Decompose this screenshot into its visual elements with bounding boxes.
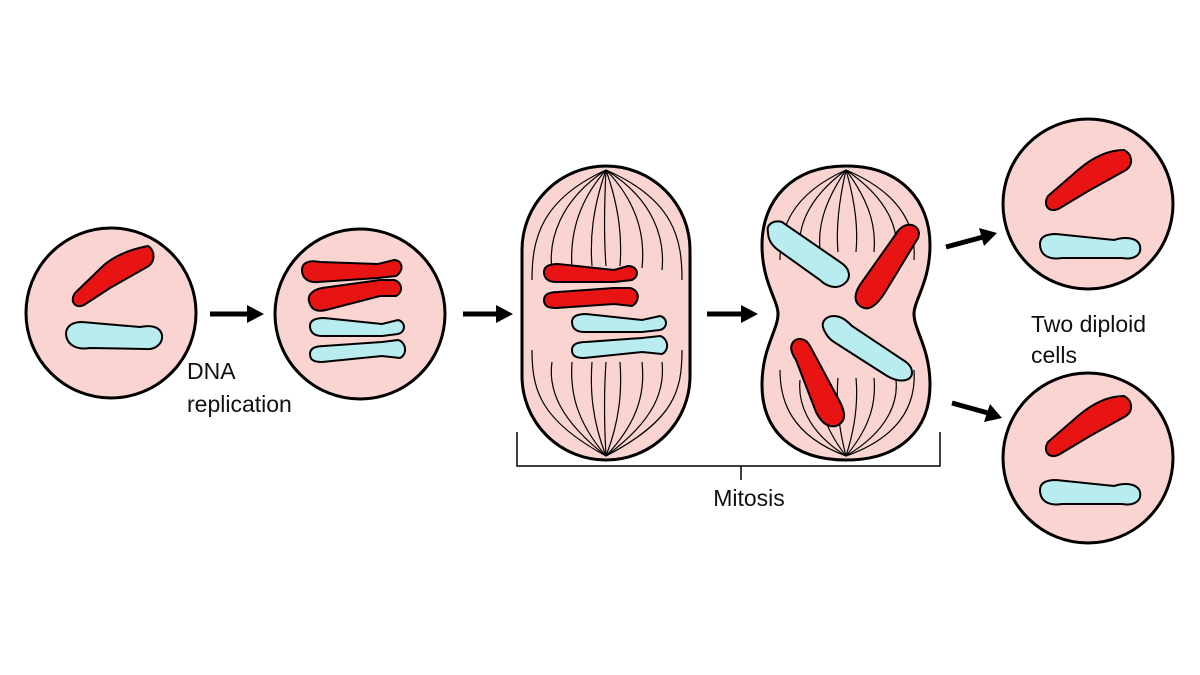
cell-replicated xyxy=(273,227,447,401)
cell-membrane xyxy=(1001,371,1175,545)
arrow-icon xyxy=(463,305,513,323)
spindle-fiber xyxy=(531,169,683,457)
chromosome-blue xyxy=(1038,232,1142,260)
cell-membrane xyxy=(24,226,198,400)
chromosome-red xyxy=(542,262,638,283)
chromosome-red xyxy=(307,279,402,312)
chromosome-red xyxy=(790,338,846,428)
chromosome-red xyxy=(1044,394,1132,458)
label-dna-replication-line2: replication xyxy=(187,391,292,417)
cell-membrane xyxy=(273,227,447,401)
cell-original xyxy=(24,226,198,400)
label-mitosis: Mitosis xyxy=(713,485,785,511)
cell-daughter-bottom xyxy=(1001,371,1175,545)
label-dna-replication-line1: DNA xyxy=(187,358,236,384)
chromosome-blue xyxy=(766,220,850,288)
label-two-diploid-line1: Two diploid xyxy=(1031,311,1146,337)
chromosome-red xyxy=(300,258,403,284)
chromosome-blue xyxy=(570,334,668,360)
chromosome-blue xyxy=(570,312,667,333)
chromosome-red xyxy=(854,223,920,310)
chromosome-red xyxy=(71,244,155,308)
chromosome-red xyxy=(542,287,639,310)
chromosome-blue xyxy=(821,314,913,382)
chromosome-blue xyxy=(1038,478,1142,506)
cell-membrane xyxy=(760,164,932,462)
cell-telophase xyxy=(760,164,932,462)
label-two-diploid-line2: cells xyxy=(1031,342,1077,368)
chromosome-blue xyxy=(64,320,164,351)
chromosome-blue xyxy=(308,338,406,364)
arrow-icon xyxy=(945,228,997,250)
cell-membrane xyxy=(520,164,692,462)
arrow-icon xyxy=(210,305,264,323)
arrow-icon xyxy=(707,305,758,323)
bracket-icon xyxy=(516,432,941,480)
cell-membrane xyxy=(1001,117,1175,291)
chromosome-red xyxy=(1044,148,1132,212)
cell-daughter-top xyxy=(1001,117,1175,291)
chromosome-blue xyxy=(308,316,405,337)
arrow-icon xyxy=(951,400,1002,422)
cell-metaphase xyxy=(520,164,692,462)
